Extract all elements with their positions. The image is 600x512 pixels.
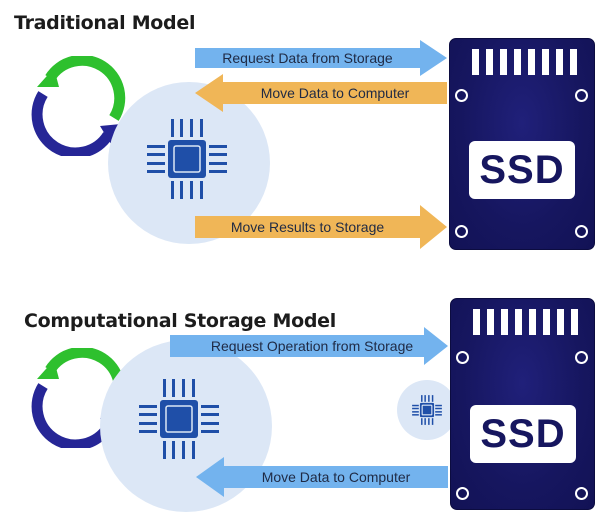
request-operation-arrow: Request Operation from Storage bbox=[170, 327, 448, 365]
ssd-label: SSD bbox=[469, 141, 575, 199]
move-data-label: Move Data to Computer bbox=[260, 85, 410, 101]
move-data-arrow: Move Data to Computer bbox=[196, 457, 448, 497]
request-data-arrow: Request Data from Storage bbox=[195, 40, 447, 76]
embedded-chip-icon bbox=[412, 395, 442, 425]
move-results-label: Move Results to Storage bbox=[230, 219, 385, 235]
request-data-label: Request Data from Storage bbox=[222, 50, 393, 66]
computational-model-title: Computational Storage Model bbox=[24, 310, 336, 332]
request-operation-label: Request Operation from Storage bbox=[210, 338, 414, 354]
traditional-model-title: Traditional Model bbox=[14, 12, 196, 34]
move-data-arrow: Move Data to Computer bbox=[195, 74, 447, 112]
ssd-label: SSD bbox=[470, 405, 576, 463]
cpu-chip-icon bbox=[139, 379, 219, 459]
move-results-arrow: Move Results to Storage bbox=[195, 205, 447, 249]
ssd-drive-icon: SSD bbox=[450, 298, 595, 510]
cpu-chip-icon bbox=[147, 119, 227, 199]
move-data-label: Move Data to Computer bbox=[261, 469, 411, 485]
ssd-drive-icon: SSD bbox=[449, 38, 595, 250]
